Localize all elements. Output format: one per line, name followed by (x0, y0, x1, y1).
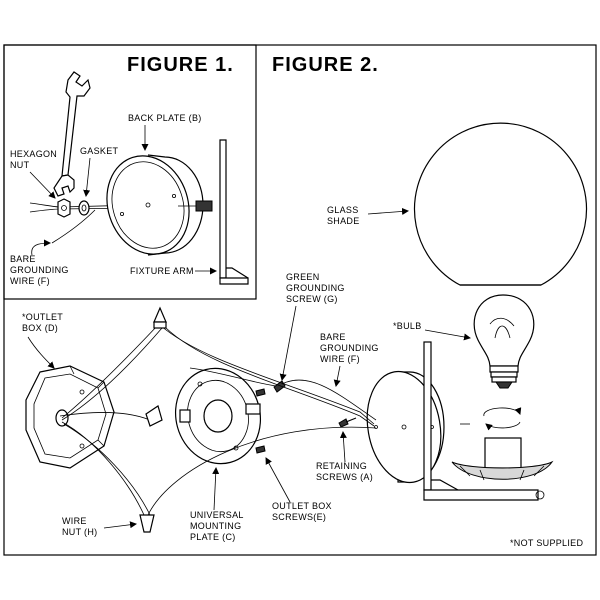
label-gasket: GASKET (80, 146, 119, 156)
wrench-icon (53, 71, 91, 197)
label-outlet-screws-1: OUTLET BOX (272, 501, 332, 511)
wire-nut-mid-icon (145, 405, 163, 427)
label-fixture-arm: FIXTURE ARM (130, 266, 194, 276)
figure-2-wire-to-fixture-3 (147, 426, 377, 516)
label-bare-grounding-2: GROUNDING (10, 265, 69, 275)
outer-frame (3, 44, 597, 556)
outlet-box-screw-2-icon (255, 445, 266, 454)
label-bulb: *BULB (393, 321, 422, 331)
retaining-screw-icon (338, 417, 357, 428)
figure-2-grounding-wire (281, 379, 377, 421)
hexagon-nut-icon (57, 198, 71, 218)
label-outlet-box-2: BOX (D) (22, 323, 58, 333)
figure-2-wire-upper-2 (61, 327, 163, 421)
label-mounting-3: PLATE (C) (190, 532, 236, 542)
label-mounting-2: MOUNTING (190, 521, 241, 531)
label-outlet-screws-2: SCREWS(E) (272, 512, 326, 522)
figure-2-panel: FIGURE 2. GLASS SHADE *BULB (22, 54, 588, 548)
rotate-arrows-icon (483, 407, 522, 431)
label-glass-shade-1: GLASS (327, 205, 359, 215)
figure-2-title: FIGURE 2. (272, 54, 379, 76)
label-bare-grounding-3: WIRE (F) (10, 276, 50, 286)
label-green-screw-2: GROUNDING (286, 283, 345, 293)
figure-1-bare-wire (51, 209, 96, 244)
label-glass-shade-2: SHADE (327, 216, 360, 226)
label-wire-nut-2: NUT (H) (62, 527, 97, 537)
label-retaining-2: SCREWS (A) (316, 472, 373, 482)
wire-nut-bottom-icon (139, 514, 155, 533)
label-mounting-1: UNIVERSAL (190, 510, 244, 520)
glass-shade-icon (413, 122, 588, 286)
figure-2-grounding-wire-2 (189, 367, 277, 387)
label-hexagon-nut-2: NUT (10, 160, 30, 170)
wall-plate-icon (366, 341, 545, 501)
label-hexagon-nut-1: HEXAGON (10, 149, 57, 159)
figure-1-panel: FIGURE 1. (3, 44, 257, 300)
label-bare-grounding-1: BARE (10, 254, 36, 264)
mounting-plate-icon (174, 367, 262, 465)
figure-2-wire-nut-mid-lead (59, 412, 151, 421)
figure-2-wire-lower-1 (61, 421, 145, 516)
label-outlet-box-1: *OUTLET (22, 312, 63, 322)
figure-1-frame (3, 44, 257, 300)
label-green-screw-1: GREEN (286, 272, 320, 282)
socket-icon (451, 437, 554, 481)
figure-2-wire-lower-2 (63, 423, 151, 516)
label-retaining-1: RETAINING (316, 461, 367, 471)
label-wire-nut-1: WIRE (62, 516, 87, 526)
figure-1-title: FIGURE 1. (127, 54, 234, 76)
fixture-arm-icon (178, 139, 249, 285)
figure-2-wire-upper-1 (61, 324, 159, 419)
label-bare-wire-1: BARE (320, 332, 346, 342)
outlet-box-screw-1-icon (255, 388, 266, 397)
gasket-icon (78, 200, 90, 216)
figure-2-wire-to-fixture-2 (165, 327, 375, 427)
label-not-supplied: *NOT SUPPLIED (510, 538, 583, 548)
back-plate-icon (106, 154, 204, 256)
label-back-plate: BACK PLATE (B) (128, 113, 202, 123)
label-bare-wire-3: WIRE (F) (320, 354, 360, 364)
bulb-icon (473, 294, 535, 389)
label-green-screw-3: SCREW (G) (286, 294, 338, 304)
wire-nut-top-icon (153, 306, 167, 329)
label-bare-wire-2: GROUNDING (320, 343, 379, 353)
